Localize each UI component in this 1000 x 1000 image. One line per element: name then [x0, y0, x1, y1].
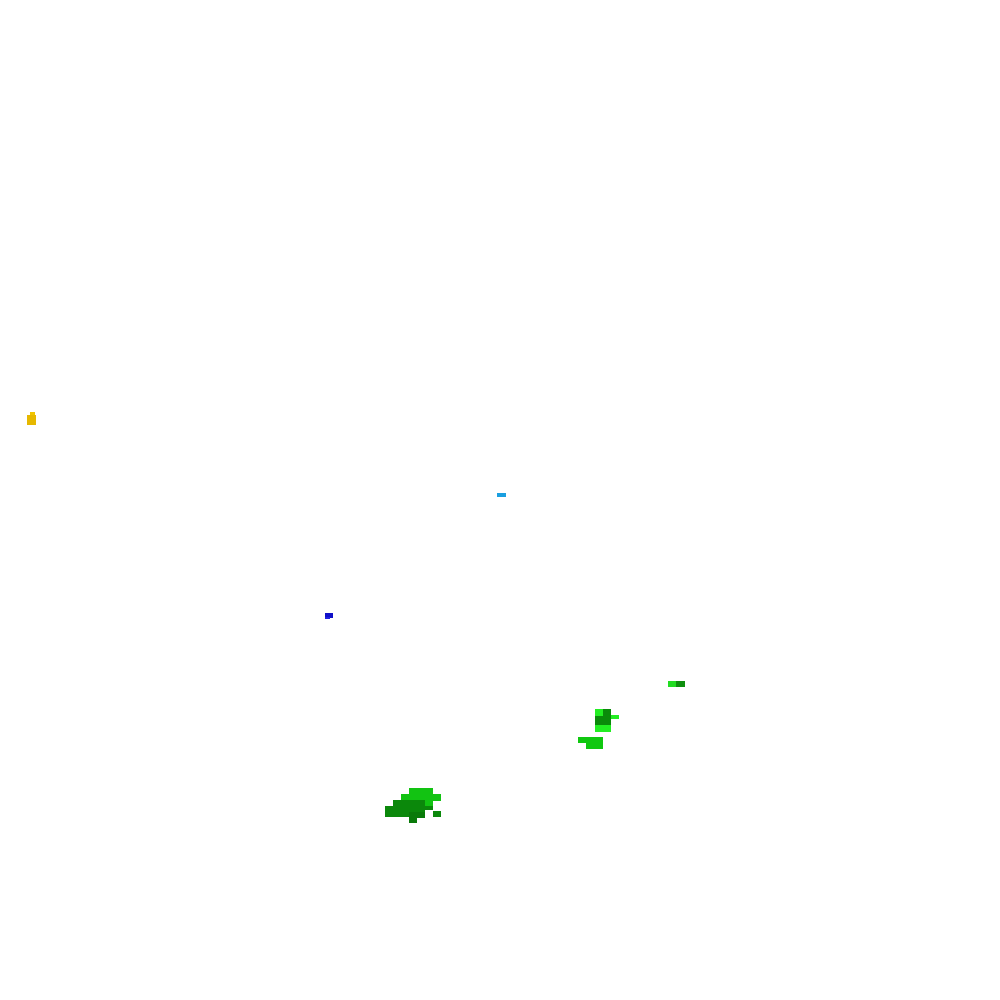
game-viewport[interactable] — [0, 0, 1000, 1000]
